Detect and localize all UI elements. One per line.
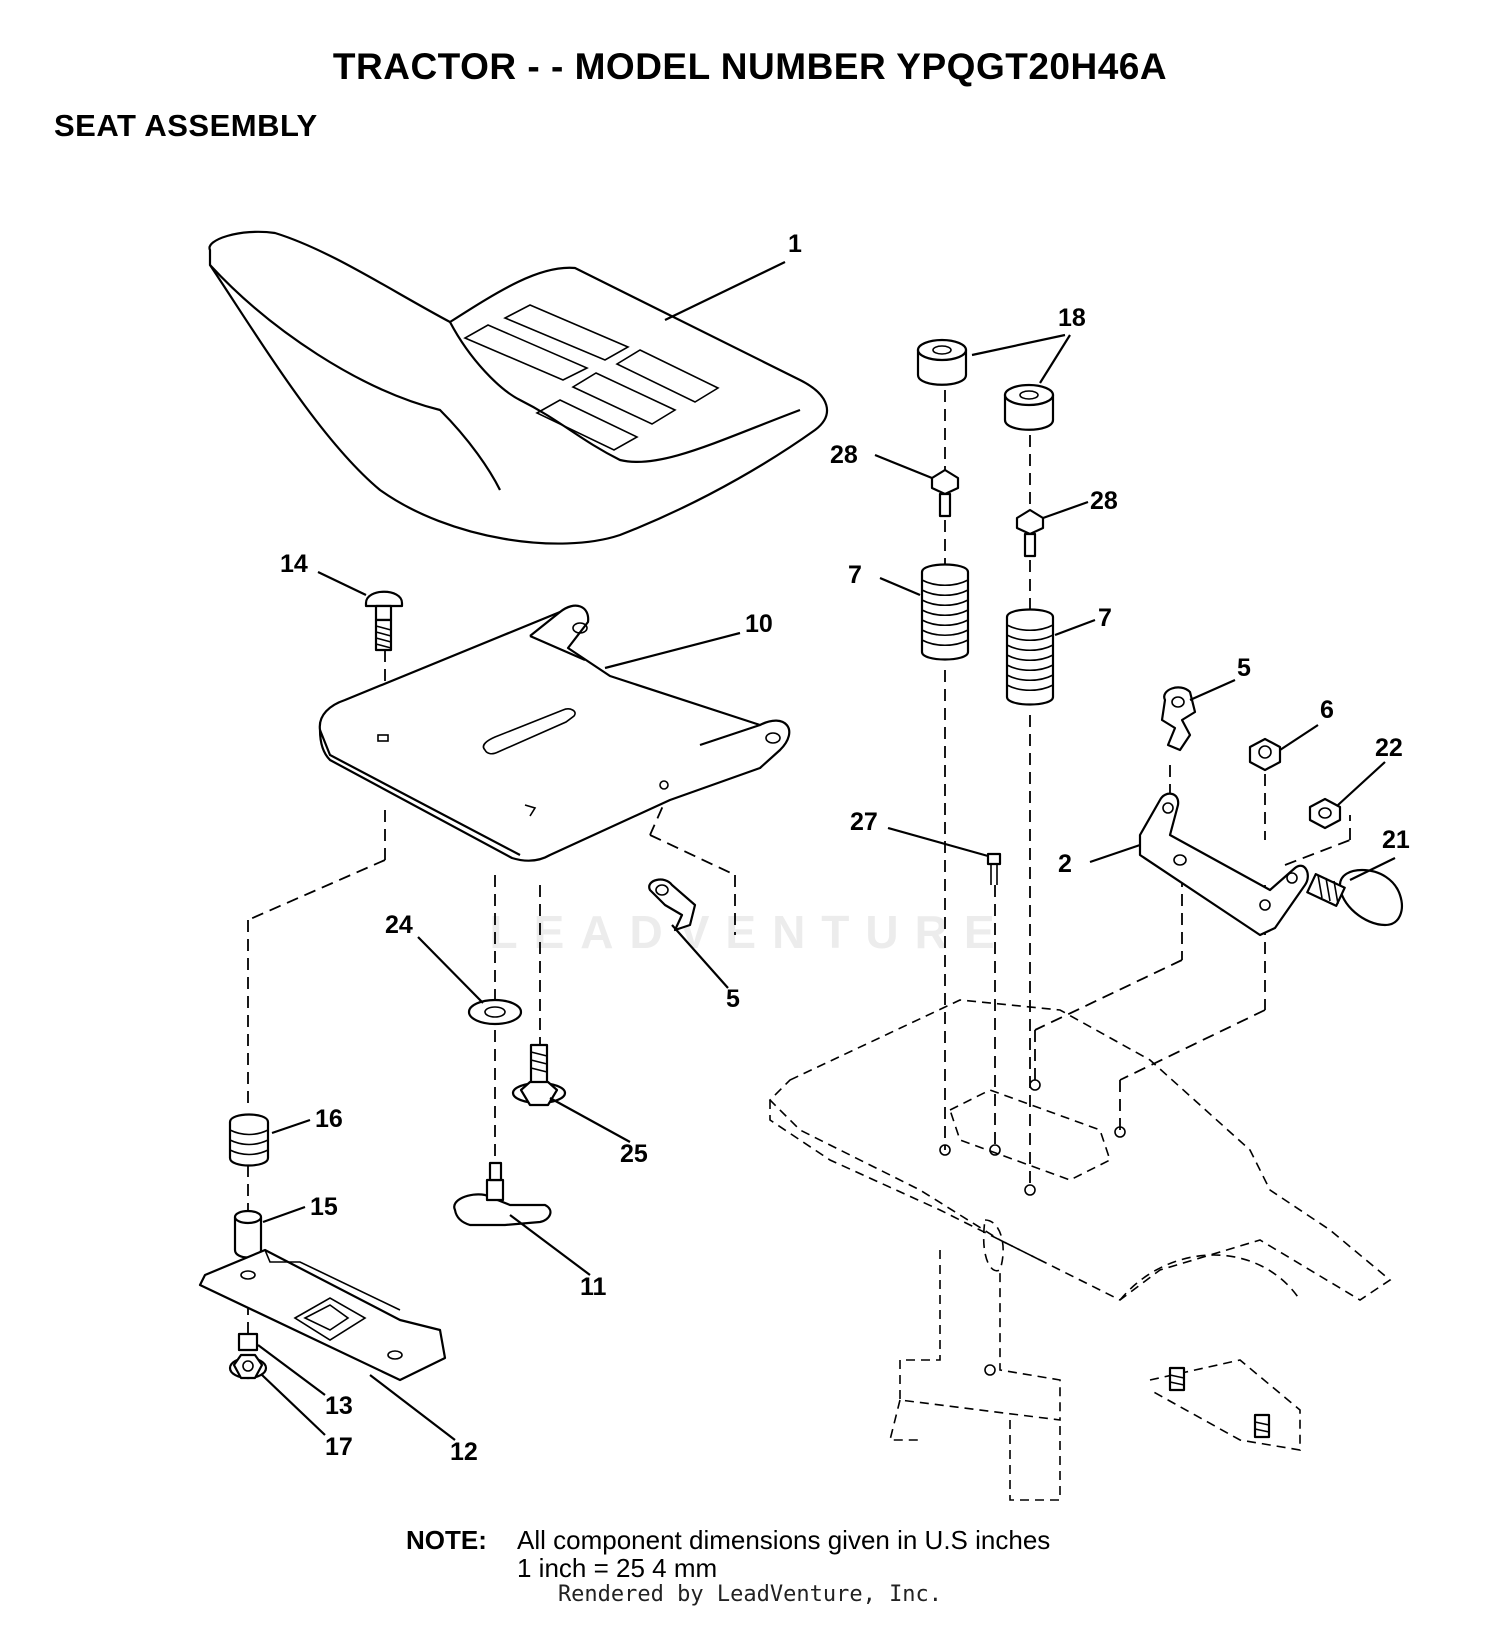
part-14-carriage-bolt (364, 590, 404, 652)
callout-7-right: 7 (1098, 604, 1112, 632)
callout-21: 21 (1382, 826, 1410, 854)
part-15-spacer (233, 1209, 263, 1259)
part-6-nut (1248, 737, 1282, 772)
callout-13: 13 (325, 1392, 353, 1420)
leader-lines (257, 261, 1396, 1441)
callout-27: 27 (850, 808, 878, 836)
callout-6: 6 (1320, 696, 1334, 724)
note-label: NOTE: (406, 1525, 487, 1555)
tractor-frame-outline (768, 999, 1392, 1501)
part-18-spacers (916, 338, 1055, 431)
page-title: TRACTOR - - MODEL NUMBER YPQGT20H46A (332, 46, 1168, 87)
part-24-washer (467, 998, 523, 1026)
part-13-nut (237, 1332, 259, 1352)
footer-credit: Rendered by LeadVenture, Inc. (557, 1582, 943, 1607)
part-12-plate (198, 1248, 447, 1382)
part-21-bolt (1306, 868, 1403, 927)
callout-16: 16 (315, 1105, 343, 1133)
part-17-locknut (228, 1353, 268, 1380)
watermark-text: LEADVENTURE (489, 906, 1011, 958)
part-10-seat-pan (318, 604, 791, 862)
section-title: SEAT ASSEMBLY (54, 108, 318, 143)
callout-2: 2 (1058, 850, 1072, 878)
note-line-2: 1 inch = 25 4 mm (517, 1553, 718, 1583)
callout-15: 15 (310, 1193, 338, 1221)
callout-14: 14 (280, 550, 308, 578)
part-2-bracket (1138, 792, 1309, 937)
callout-10: 10 (745, 610, 773, 638)
callout-7-left: 7 (848, 561, 862, 589)
callout-25: 25 (620, 1140, 648, 1168)
callout-12: 12 (450, 1438, 478, 1466)
callout-numbers: 1 18 28 28 7 7 5 6 22 21 27 2 14 10 24 5… (280, 230, 1410, 1466)
part-22-nut (1308, 797, 1342, 830)
callout-5-lower: 5 (726, 985, 740, 1013)
callout-11: 11 (580, 1273, 607, 1301)
part-27-pin (986, 852, 1002, 885)
part-11-knob (453, 1161, 552, 1227)
callout-18: 18 (1058, 304, 1086, 332)
callout-1: 1 (788, 230, 802, 258)
part-7-springs (920, 563, 1055, 706)
callout-22: 22 (1375, 734, 1403, 762)
frame-bolts (1168, 1366, 1271, 1439)
callout-5-upper: 5 (1237, 654, 1251, 682)
callout-28-lower: 28 (1090, 487, 1118, 515)
part-1-seat (208, 230, 828, 545)
callout-24: 24 (385, 911, 413, 939)
part-16-spring (228, 1113, 270, 1167)
part-5-clips (648, 686, 1197, 932)
note-line-1: All component dimensions given in U.S in… (517, 1525, 1051, 1555)
part-28-screws (930, 468, 1045, 558)
callout-28-upper: 28 (830, 441, 858, 469)
part-25-bolt (511, 1043, 567, 1107)
callout-17: 17 (325, 1433, 353, 1461)
